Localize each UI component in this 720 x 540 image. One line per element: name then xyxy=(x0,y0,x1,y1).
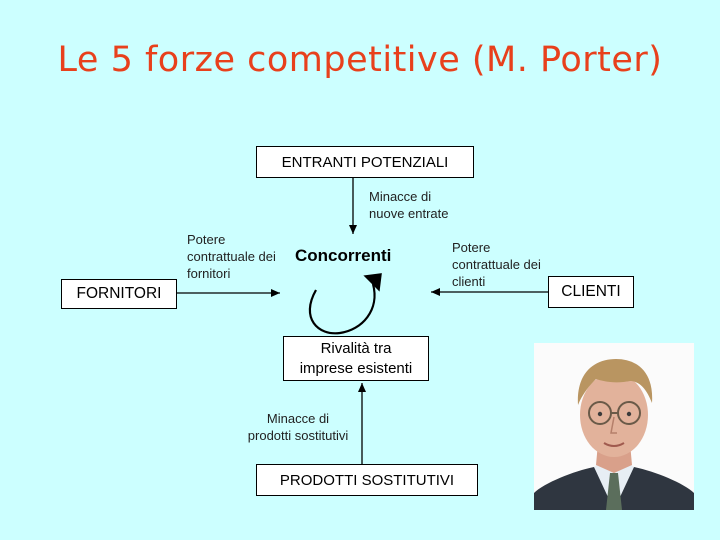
rivalita-line-1: Rivalità tra xyxy=(320,339,392,357)
label-minacce-prodotti-sostitutivi: Minacce di prodotti sostitutivi xyxy=(247,411,349,443)
box-entranti-potenziali: ENTRANTI POTENZIALI xyxy=(256,146,474,178)
portrait-photo xyxy=(534,343,694,510)
rivalry-arrowhead xyxy=(363,273,382,292)
label-minacce-nuove-entrate: Minacce di nuove entrate xyxy=(369,189,449,221)
box-prodotti-sostitutivi: PRODOTTI SOSTITUTIVI xyxy=(256,464,478,496)
box-clienti: CLIENTI xyxy=(548,276,634,308)
rivalita-line-2: imprese esistenti xyxy=(299,359,413,377)
center-label-concorrenti: Concorrenti xyxy=(295,246,392,266)
rivalry-cycle-arrow xyxy=(308,283,376,335)
box-fornitori: FORNITORI xyxy=(61,279,177,309)
label-potere-clienti: Potere contrattuale dei clienti xyxy=(452,240,541,289)
label-potere-fornitori: Potere contrattuale dei fornitori xyxy=(187,232,276,281)
box-rivalita: Rivalità tra imprese esistenti xyxy=(283,336,429,381)
slide-title: Le 5 forze competitive (M. Porter) xyxy=(57,40,663,80)
